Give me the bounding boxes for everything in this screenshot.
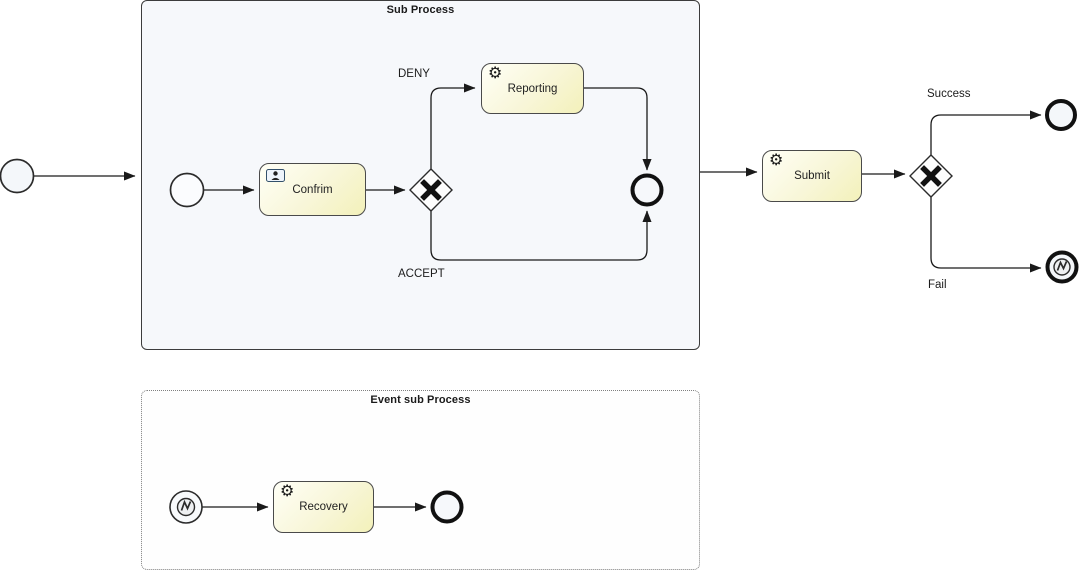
edge-label-fail: Fail	[928, 279, 947, 291]
task-label: Submit	[794, 170, 830, 182]
x-marker-icon	[420, 179, 442, 201]
event-sub-process-title: Event sub Process	[370, 394, 471, 406]
error-start-event[interactable]	[169, 490, 203, 524]
flow-accept-to-innerend	[430, 210, 652, 261]
end-event-subprocess[interactable]	[630, 173, 664, 207]
end-event-fail[interactable]	[1045, 250, 1079, 284]
flow-reporting-to-innerend	[584, 87, 652, 171]
event-sub-process-container[interactable]: Event sub Process	[141, 390, 700, 570]
start-event-outer[interactable]	[0, 158, 35, 194]
flow-fail-to-end	[930, 197, 1042, 273]
task-submit[interactable]: ⚙ Submit	[762, 150, 862, 202]
gear-icon: ⚙	[280, 481, 295, 500]
task-reporting[interactable]: ⚙ Reporting	[481, 63, 584, 114]
sub-process-title: Sub Process	[386, 4, 455, 16]
flow-deny-to-reporting	[430, 83, 476, 169]
gear-icon: ⚙	[769, 150, 784, 169]
end-event-success[interactable]	[1045, 99, 1077, 131]
user-task-icon	[266, 169, 286, 188]
x-marker-icon	[920, 165, 942, 187]
task-confirm[interactable]: Confrim	[259, 163, 366, 216]
xor-gateway-1[interactable]	[409, 168, 453, 212]
task-recovery[interactable]: ⚙ Recovery	[273, 481, 374, 533]
task-label: Recovery	[299, 501, 348, 513]
edge-label-accept: ACCEPT	[398, 268, 445, 280]
start-event-subprocess[interactable]	[169, 172, 205, 208]
gear-icon: ⚙	[488, 63, 503, 82]
edge-label-success: Success	[927, 88, 971, 100]
task-label: Reporting	[507, 82, 558, 95]
xor-gateway-2[interactable]	[909, 154, 953, 198]
edge-label-deny: DENY	[398, 68, 430, 80]
end-event-eventsubprocess[interactable]	[430, 490, 464, 524]
error-icon	[176, 497, 196, 517]
task-label: Confrim	[292, 183, 333, 196]
flow-success-to-end	[930, 110, 1042, 155]
sub-process-container[interactable]: Sub Process	[141, 0, 700, 350]
error-icon	[1053, 258, 1071, 276]
